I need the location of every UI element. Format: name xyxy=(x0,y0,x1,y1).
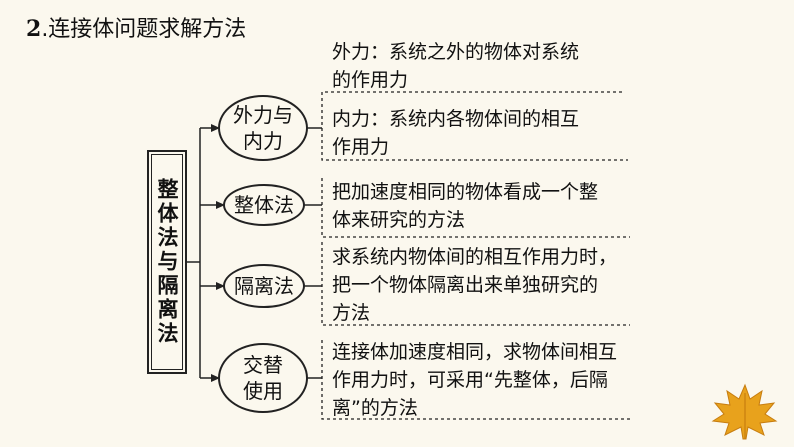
description-line: 外力：系统之外的物体对系统 xyxy=(332,41,580,63)
description-line: 求系统内物体间的相互作用力时， xyxy=(332,246,618,268)
description-external-force: 外力：系统之外的物体对系统 的作用力 xyxy=(332,38,579,94)
arrowhead-4 xyxy=(211,374,220,382)
description-isolation-method: 求系统内物体间的相互作用力时， 把一个物体隔离出来单独研究的 方法 xyxy=(332,243,617,327)
description-line: 连接体加速度相同，求物体间相互 xyxy=(332,341,618,363)
branch-label-line: 隔离法 xyxy=(234,274,294,298)
description-internal-force: 内力：系统内各物体间的相互 作用力 xyxy=(332,105,579,161)
branch-label-line: 整体法 xyxy=(234,193,294,217)
description-whole-method: 把加速度相同的物体看成一个整 体来研究的方法 xyxy=(332,178,598,234)
description-line: 把加速度相同的物体看成一个整 xyxy=(332,181,599,203)
branch-label-line: 交替 xyxy=(243,353,283,377)
arrowhead-2 xyxy=(216,201,225,209)
branch-label-line: 内力 xyxy=(243,129,283,153)
description-line: 内力：系统内各物体间的相互 xyxy=(332,108,580,130)
branch-node-whole-method: 整体法 xyxy=(223,184,305,226)
section-number: 2 xyxy=(26,16,42,42)
branch-node-alternate-use: 交替 使用 xyxy=(218,343,308,413)
section-title-text: .连接体问题求解方法 xyxy=(41,17,247,42)
description-line: 的作用力 xyxy=(332,69,409,91)
description-alternate-use: 连接体加速度相同，求物体间相互 作用力时，可采用“先整体，后隔 离”的方法 xyxy=(332,338,617,422)
description-line: 离”的方法 xyxy=(332,397,418,419)
description-line: 方法 xyxy=(332,302,371,324)
arrowhead-3 xyxy=(216,282,225,290)
branch-node-isolation-method: 隔离法 xyxy=(223,264,305,308)
description-line: 体来研究的方法 xyxy=(332,209,466,231)
branch-label-line: 使用 xyxy=(243,379,283,403)
root-label: 整体法与隔离法 xyxy=(155,178,179,346)
root-node: 整体法与隔离法 xyxy=(147,150,187,374)
section-title: 2.连接体问题求解方法 xyxy=(26,14,246,45)
branch-node-external-internal-force: 外力与 内力 xyxy=(218,95,308,161)
description-line: 把一个物体隔离出来单独研究的 xyxy=(332,274,599,296)
arrowhead-1 xyxy=(211,124,220,132)
bracket-4 xyxy=(321,340,632,420)
description-line: 作用力 xyxy=(332,136,390,158)
description-line: 作用力时，可采用“先整体，后隔 xyxy=(332,369,608,391)
bracket-2 xyxy=(321,178,630,238)
bracket-1 xyxy=(321,91,628,161)
bracket-3 xyxy=(321,242,630,326)
branch-label-line: 外力与 xyxy=(233,103,293,127)
maple-leaf-icon xyxy=(711,383,778,440)
